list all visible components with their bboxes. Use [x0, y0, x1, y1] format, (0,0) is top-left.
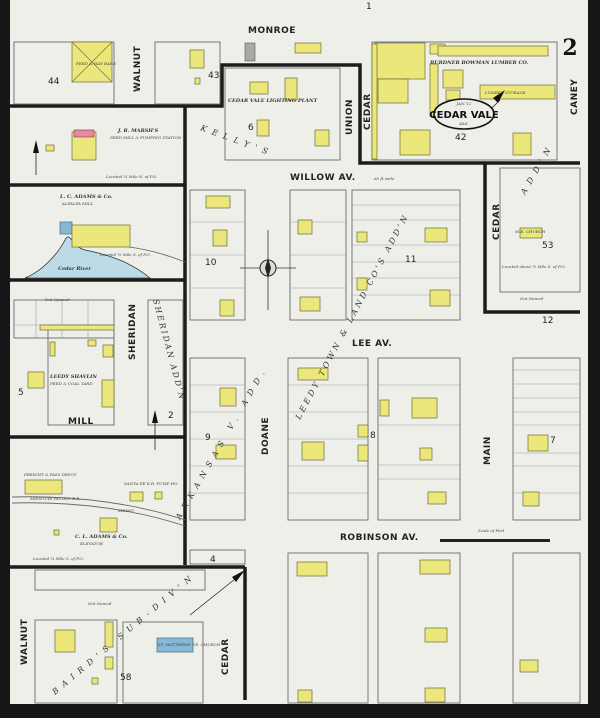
svg-text:FEED MILL & PUMPING STATION: FEED MILL & PUMPING STATION	[109, 135, 182, 140]
svg-text:ALFALFA MILL: ALFALFA MILL	[61, 201, 93, 206]
city-blocks	[13, 41, 581, 704]
svg-text:Located ¾ Mile N. of P.O.: Located ¾ Mile N. of P.O.	[105, 174, 157, 179]
street-walnut-top: WALNUT	[133, 45, 143, 92]
district-boundaries	[10, 63, 580, 700]
svg-text:43: 43	[208, 71, 219, 81]
title-cartouche	[433, 98, 495, 130]
street-monroe: MONROE	[248, 26, 296, 36]
svg-text:58: 58	[120, 673, 132, 683]
street-walnut-bottom: WALNUT	[20, 618, 30, 665]
svg-text:Located ¾ Mile S. of P.O.: Located ¾ Mile S. of P.O.	[32, 556, 84, 561]
map-state: KAS.	[458, 121, 469, 126]
street-cedar-top: CEDAR	[363, 93, 373, 130]
sheet-number: 2	[562, 35, 577, 61]
svg-text:8: 8	[370, 431, 376, 441]
map-date: JAN.'12	[455, 101, 472, 106]
svg-text:44: 44	[48, 77, 60, 87]
street-caney: CANEY	[570, 79, 580, 115]
railroad-track	[11, 496, 186, 521]
svg-text:BURDNER BOWMAN LUMBER CO.: BURDNER BOWMAN LUMBER CO.	[429, 60, 528, 66]
street-not-named-right: Not Named	[519, 296, 544, 301]
street-union: UNION	[345, 99, 355, 135]
svg-text:J. R. MARSH'S: J. R. MARSH'S	[117, 128, 159, 134]
street-main: MAIN	[483, 436, 493, 465]
svg-text:LUMBER STORAGE: LUMBER STORAGE	[484, 90, 526, 95]
svg-text:FEED & COAL YARD: FEED & COAL YARD	[49, 381, 93, 386]
svg-text:MISSOURI PACIFIC R.R.: MISSOURI PACIFIC R.R.	[29, 496, 81, 501]
svg-text:5: 5	[18, 388, 24, 398]
map-town-title: CEDAR VALE	[429, 110, 499, 121]
svg-text:11: 11	[405, 255, 416, 265]
svg-text:LEEDY SHAVLIN: LEEDY SHAVLIN	[49, 374, 97, 380]
svg-text:Located ½ Mile S. of P.O.: Located ½ Mile S. of P.O.	[99, 252, 151, 257]
street-willow: WILLOW AV.	[290, 173, 356, 183]
svg-text:12: 12	[542, 316, 553, 326]
svg-text:ELEVATOR: ELEVATOR	[79, 541, 103, 546]
svg-text:1: 1	[366, 2, 372, 12]
scale-bar	[440, 539, 550, 542]
street-labels: MONROE WALNUT UNION CEDAR CANEY WILLOW A…	[20, 26, 580, 675]
compass-rose-icon	[240, 230, 296, 310]
scale-label: Scale of Feet	[478, 528, 505, 533]
svg-text:9: 9	[205, 433, 211, 443]
svg-text:Cedar River: Cedar River	[58, 266, 91, 272]
street-not-opened: Not Opened	[44, 297, 70, 302]
street-doane: DOANE	[261, 417, 271, 455]
svg-text:42: 42	[455, 133, 466, 143]
svg-text:C. L. ADAMS & Co.: C. L. ADAMS & Co.	[75, 534, 128, 540]
svg-text:FEED & HAY BARN: FEED & HAY BARN	[75, 61, 117, 66]
svg-text:L. C. ADAMS & Co.: L. C. ADAMS & Co.	[59, 194, 113, 200]
svg-text:10: 10	[205, 258, 217, 268]
block-numbers: 44 43 42 6 10 11 53 12 2 9 8 7 5 4 58 1	[18, 2, 556, 683]
feature-labels: CEDAR VALE LIGHTING PLANT BURDNER BOWMAN…	[23, 60, 566, 647]
street-lee: LEE AV.	[352, 339, 392, 349]
street-cedar-bottom: CEDAR	[221, 638, 231, 675]
railroad-siding	[11, 502, 186, 527]
svg-text:ST. MATTHEWS P.E. CHURCH: ST. MATTHEWS P.E. CHURCH	[158, 642, 221, 647]
street-not-named-bottom: Not Named	[87, 601, 112, 606]
svg-text:M.E. CHURCH: M.E. CHURCH	[514, 229, 546, 234]
svg-text:4: 4	[210, 555, 216, 565]
svg-text:7: 7	[550, 436, 556, 446]
svg-text:6: 6	[248, 123, 254, 133]
north-arrow-icon	[33, 90, 505, 616]
svg-text:SIDING: SIDING	[118, 508, 135, 513]
street-sheridan: SHERIDAN	[128, 304, 138, 360]
svg-text:CEDAR VALE LIGHTING PLANT: CEDAR VALE LIGHTING PLANT	[228, 98, 319, 104]
svg-text:Located about ½ Mile S. of P.O: Located about ½ Mile S. of P.O.	[501, 264, 566, 269]
svg-text:SANTA FE R.R. PUMP HO.: SANTA FE R.R. PUMP HO.	[124, 481, 178, 486]
street-robinson: ROBINSON AV.	[340, 533, 419, 543]
street-mill: MILL	[68, 417, 94, 427]
willow-width: 60 ft wide	[374, 176, 395, 181]
street-cedar-right: CEDAR	[492, 203, 502, 240]
svg-text:FREIGHT & PASS DEPOT: FREIGHT & PASS DEPOT	[23, 472, 77, 477]
svg-text:53: 53	[542, 241, 553, 251]
svg-text:2: 2	[168, 411, 174, 421]
